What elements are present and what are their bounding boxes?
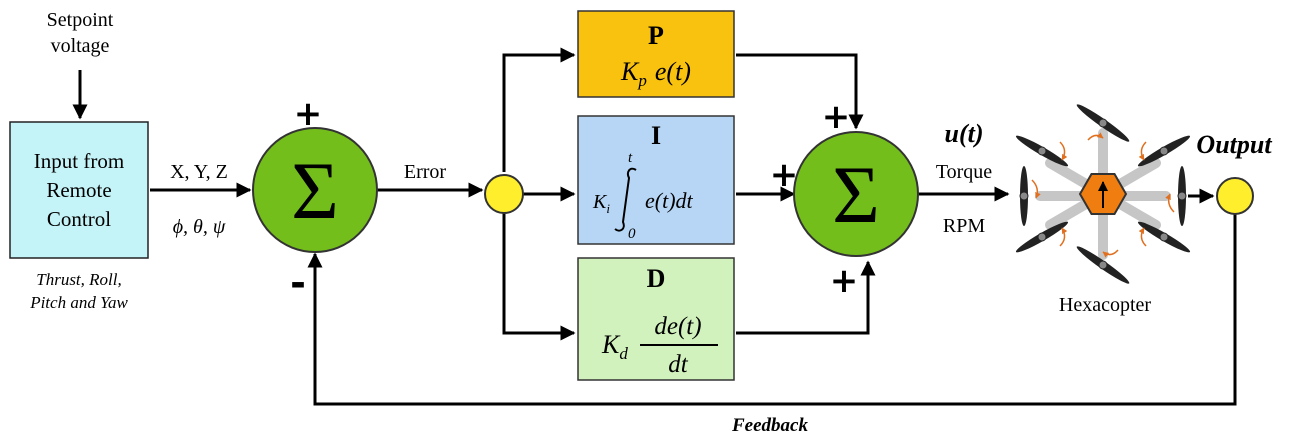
d-block-gain: Kd: [601, 330, 628, 363]
u-label: u(t): [945, 119, 984, 148]
sum2-plus-top: +: [822, 97, 851, 137]
sum2-plus-left: +: [770, 155, 799, 195]
connection-lines: [72, 47, 1237, 406]
p-block: [577, 10, 735, 98]
summing-junction-1: [252, 127, 378, 253]
input-caption-line1: Thrust, Roll,: [36, 270, 122, 289]
d-to-sum-arrow: [736, 260, 876, 335]
d-block: [577, 257, 735, 381]
i-block-title: I: [651, 121, 661, 150]
input-block-line3: Control: [47, 207, 111, 231]
input-block-line1: Input from: [34, 149, 124, 173]
i-block-integrand: e(t)dt: [645, 188, 694, 213]
output-label: Output: [1196, 130, 1272, 159]
hexacopter-icon: [1015, 104, 1191, 284]
angles-label: ϕ, θ, ψ: [173, 216, 226, 238]
error-label: Error: [404, 161, 447, 183]
sum2-plus-bottom: +: [830, 261, 859, 301]
branch-to-p: [502, 47, 576, 172]
i-block-upper-limit: t: [628, 150, 633, 166]
hexacopter-label: Hexacopter: [1059, 294, 1152, 316]
p-block-title: P: [648, 21, 664, 50]
feedback-label: Feedback: [731, 415, 808, 436]
setpoint-label-line1: Setpoint: [47, 9, 114, 31]
sum1-sigma: Σ: [291, 145, 339, 236]
sum1-plus-sign: +: [294, 94, 323, 134]
d-block-title: D: [647, 264, 666, 293]
sum1-minus-sign: -: [290, 261, 306, 305]
i-block: [577, 115, 735, 245]
torque-label: Torque: [936, 161, 992, 183]
xyz-label: X, Y, Z: [170, 161, 228, 183]
rpm-label: RPM: [943, 215, 985, 237]
feedback-arrow: [307, 214, 1237, 406]
i-block-gain: Ki: [592, 191, 610, 216]
i-block-lower-limit: 0: [628, 226, 636, 242]
integral-sign-icon: [614, 167, 637, 232]
input-block: [9, 121, 149, 259]
d-block-numerator: de(t): [654, 313, 701, 340]
d-block-denominator: dt: [668, 351, 689, 378]
branch-to-d: [502, 212, 576, 341]
p-to-sum-arrow: [736, 53, 864, 130]
setpoint-label-line2: voltage: [51, 35, 110, 57]
output-junction: [1216, 177, 1254, 215]
summing-junction-2: [793, 131, 919, 257]
input-caption-line2: Pitch and Yaw: [29, 293, 128, 312]
input-block-line2: Remote: [46, 178, 111, 202]
sum2-sigma: Σ: [832, 149, 880, 240]
branch-junction: [484, 174, 524, 214]
